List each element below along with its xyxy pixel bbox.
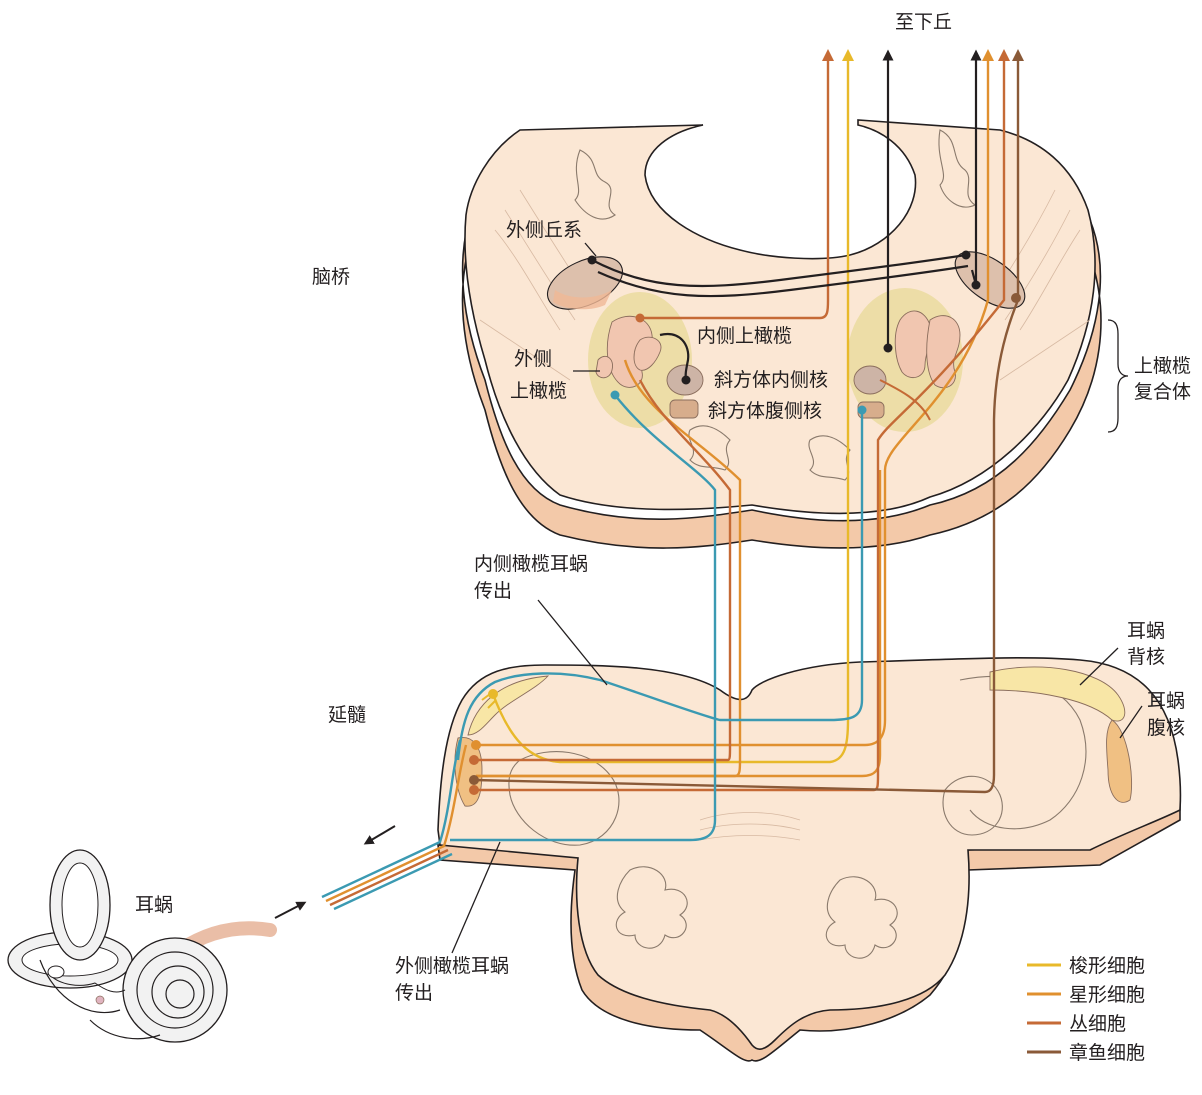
mntb-label: 斜方体内侧核 <box>714 369 828 391</box>
pons-label: 脑桥 <box>312 266 350 288</box>
efferent-direction-arrow <box>368 826 395 842</box>
cochlea-label: 耳蜗 <box>135 894 173 916</box>
legend-label: 星形细胞 <box>1069 984 1145 1006</box>
loc-label-1: 外侧橄榄耳蜗 <box>395 955 509 977</box>
loc-label-2: 传出 <box>395 982 433 1004</box>
dcn-label-1: 耳蜗 <box>1127 620 1165 642</box>
inferior-colliculus-label: 至下丘 <box>895 11 952 33</box>
vntb-label: 斜方体腹侧核 <box>708 400 822 422</box>
pons-face <box>465 120 1095 513</box>
legend-label: 梭形细胞 <box>1069 955 1145 977</box>
medulla-label: 延髓 <box>328 704 366 726</box>
moc-label-1: 内侧橄榄耳蜗 <box>474 553 588 575</box>
legend-label: 章鱼细胞 <box>1069 1042 1145 1064</box>
afferent-direction-arrow <box>275 904 302 918</box>
dcn-label-2: 背核 <box>1127 646 1165 668</box>
cochlea-illustration <box>8 850 270 1042</box>
mso-label: 内侧上橄榄 <box>697 325 792 347</box>
vcn-label-2: 腹核 <box>1147 717 1185 739</box>
lso-label-1: 外侧 <box>514 348 552 370</box>
lso-label-2: 上橄榄 <box>510 380 567 402</box>
left-vntb <box>670 400 698 418</box>
vcn-label-1: 耳蜗 <box>1147 690 1185 712</box>
moc-label-2: 传出 <box>474 580 512 602</box>
soc-brace <box>1108 320 1128 432</box>
soc-label-1: 上橄榄 <box>1134 355 1191 377</box>
soc-label-2: 复合体 <box>1134 381 1191 403</box>
legend-label: 丛细胞 <box>1069 1013 1126 1035</box>
lateral-lemniscus-label: 外侧丘系 <box>506 219 582 241</box>
